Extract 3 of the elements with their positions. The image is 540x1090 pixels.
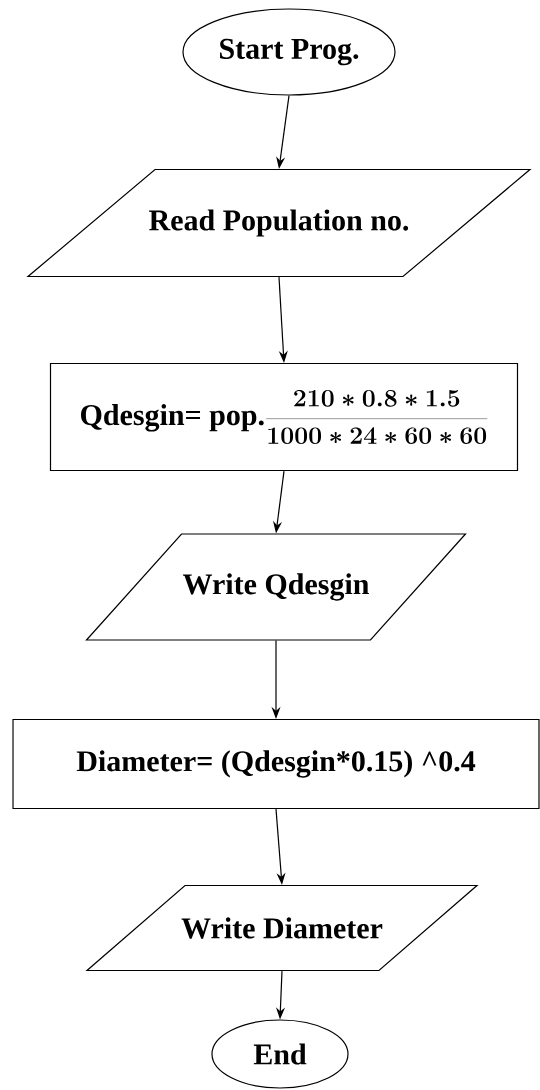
io-parallelogram: Write Qdesgin (85, 533, 467, 641)
process-box: Qdesgin= pop.$\frac{210*0.8*1.5}{1000*24*60*60}$ (49, 362, 519, 472)
process-box: Diameter= (Qdesgin*0.15) ^0.4 (12, 718, 540, 810)
